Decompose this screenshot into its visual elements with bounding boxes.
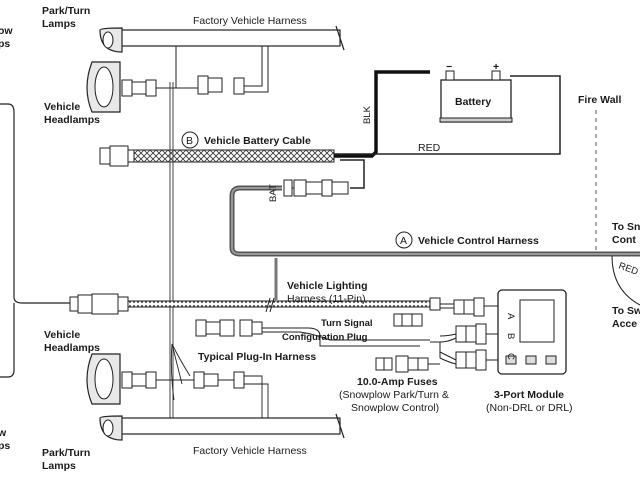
module-port-c-label: C [505,353,516,360]
control-harness-label: Vehicle Control Harness [418,235,539,247]
module-connectors-icon [440,297,487,371]
plug-in-harness-label: Typical Plug-In Harness [198,351,316,363]
battery-plus-label: + [493,61,499,73]
to-switch-label-1: To Sw [612,305,640,317]
battery-cable-blk-wire [334,70,430,158]
lighting-harness-label-2: Harness (11-Pin) [287,293,366,305]
battery-cable-label: Vehicle Battery Cable [204,135,311,147]
park-turn-bottom-label-1: Park/Turn [42,447,90,459]
red-right-label: RED [617,260,640,277]
battery-cable-marker-label: B [186,135,193,147]
battery-cable-red-wire [334,75,561,189]
lighting-harness-label-1: Vehicle Lighting [287,280,368,292]
fuses-label-2: (Snowplow Park/Turn & [339,389,449,401]
plug-in-harness-fan [170,343,269,420]
headlamps-top-label-2: Headlamps [44,114,100,126]
module-port-a-label: A [505,313,516,320]
module-label-2: (Non-DRL or DRL) [486,402,573,414]
red-wire-label: RED [418,142,441,154]
to-snowplow-label-1: To Sn [612,221,640,233]
park-turn-bottom-label-2: Lamps [42,460,76,472]
headlamps-bottom-label-2: Headlamps [44,342,100,354]
main-vertical-bundle [169,82,174,418]
left-cut-top-label-2: ps [0,38,10,50]
battery-cable-icon [99,145,335,167]
control-harness-marker [395,231,413,249]
turn-signal-plug-label-1: Turn Signal [321,318,373,329]
bat-label: BAT [268,184,279,202]
headlamps-bottom-label-1: Vehicle [44,329,80,341]
left-cut-top-label-1: ow [0,25,13,37]
lighting-harness-wire [69,293,441,315]
left-cut-bottom-label-2: ps [0,440,10,452]
factory-harness-bottom [119,413,345,439]
park-turn-top-label-2: Lamps [42,18,76,30]
module-icon [497,289,567,375]
factory-harness-top-label: Factory Vehicle Harness [193,15,307,27]
left-wire-loop [0,103,70,378]
fuses-icon [375,355,440,373]
fuses-label-3: Snowplow Control) [351,402,439,414]
headlamp-bottom-icon [86,353,121,405]
headlamps-top-label-1: Vehicle [44,101,80,113]
headlamp-top-icon [86,61,121,113]
bat-connector-icon [283,179,349,197]
factory-harness-bottom-label: Factory Vehicle Harness [193,445,307,457]
park-turn-lamp-top-icon [99,27,123,53]
module-port-b-label: B [505,333,516,339]
control-harness-marker-label: A [400,235,407,247]
park-turn-lamp-bottom-icon [99,415,123,441]
module-wires [430,305,498,365]
turn-signal-plug-label-2: Configuration Plug [282,332,368,343]
to-snowplow-label-2: Cont [612,234,636,246]
factory-harness-top [119,25,345,51]
battery-icon [439,70,513,123]
battery-minus-label: − [446,61,452,73]
park-turn-top-label-1: Park/Turn [42,5,90,17]
fuses-label-1: 10.0-Amp Fuses [357,376,438,388]
module-label-1: 3-Port Module [494,389,564,401]
factory-harness-top-wires [175,46,269,93]
plug-in-harness-icon [195,313,430,347]
to-switch-label-2: Acce [612,318,637,330]
control-harness-wire [229,185,640,306]
battery-cable-marker [181,131,199,149]
blk-wire-label: BLK [362,105,373,124]
headlamp-bottom-connector-icon [121,371,245,389]
left-cut-bottom-label-1: w [0,427,7,439]
fire-wall-label: Fire Wall [578,94,621,106]
headlamp-top-connector-icon [121,75,245,97]
battery-label: Battery [455,96,491,108]
